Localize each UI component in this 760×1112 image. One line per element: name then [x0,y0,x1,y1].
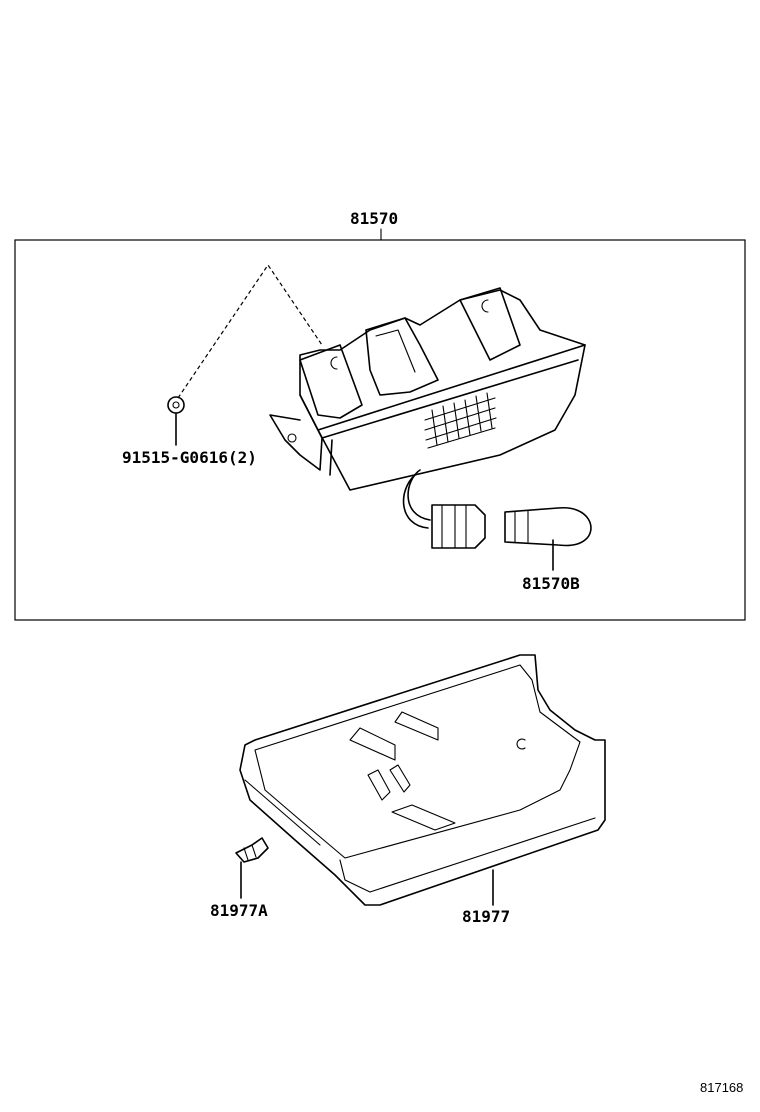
label-81570[interactable]: 81570 [350,209,398,228]
illustration-ref-number: 817168 [700,1080,743,1095]
label-81977A[interactable]: 81977A [210,901,268,920]
label-81977[interactable]: 81977 [462,907,510,926]
label-81570B[interactable]: 81570B [522,574,580,593]
screw-part[interactable] [167,396,185,414]
assembly-frame [14,239,746,621]
cover-part[interactable] [239,654,606,906]
clip-part[interactable] [235,837,269,863]
lamp-assembly-part[interactable] [269,287,586,529]
screw-dashed-pointer [177,263,323,399]
label-screw[interactable]: 91515-G0616(2) [122,448,257,467]
socket-part[interactable] [431,504,486,549]
bulb-part[interactable] [504,507,592,547]
lens-grid [424,392,497,449]
